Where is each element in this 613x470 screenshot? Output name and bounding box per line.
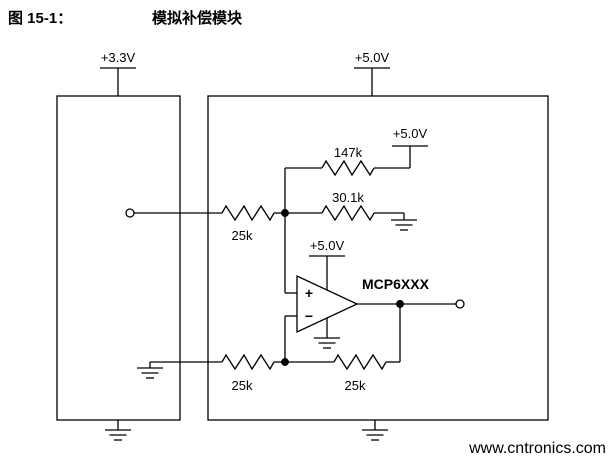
right-module-box — [207, 95, 549, 421]
opamp-minus-sign: − — [305, 308, 313, 324]
resistor-bottom-left-25k-label: 25k — [232, 378, 253, 393]
resistor-301k-label: 30.1k — [332, 190, 364, 205]
resistor-301k — [321, 204, 375, 222]
rail-5v-inner — [392, 145, 428, 168]
opamp-part-label: MCP6XXX — [362, 276, 430, 292]
resistor-bottom-left-25k — [221, 353, 275, 371]
ground-symbol-bottom-rail — [137, 362, 163, 379]
rail-3v3-label: +3.3V — [101, 50, 136, 65]
watermark: www.cntronics.com — [468, 440, 606, 457]
rail-5v-opamp — [309, 255, 345, 290]
figure-label: 图 15-1： — [8, 10, 73, 27]
rail-5v-opamp-label: +5.0V — [310, 238, 345, 253]
resistor-147k — [321, 159, 375, 177]
junction-dot-feedback — [281, 358, 289, 366]
rail-5v-top-label: +5.0V — [355, 50, 390, 65]
junction-dot-output — [396, 300, 404, 308]
resistor-bottom-right-25k-label: 25k — [345, 378, 366, 393]
rail-3v3 — [100, 67, 136, 96]
junction-dot-summing — [281, 209, 289, 217]
input-terminal — [125, 208, 135, 218]
resistor-input-25k-label: 25k — [232, 228, 253, 243]
resistor-147k-label: 147k — [334, 145, 363, 160]
ground-symbol-left-box — [105, 420, 131, 441]
ground-symbol-right-box — [362, 420, 388, 441]
ground-symbol-divider — [391, 213, 417, 231]
figure-title: 模拟补偿模块 — [152, 10, 243, 27]
rail-5v-inner-label: +5.0V — [393, 126, 428, 141]
output-terminal — [455, 299, 465, 309]
resistor-input-25k — [221, 204, 275, 222]
left-module-box — [56, 95, 181, 421]
resistor-bottom-right-25k — [333, 353, 387, 371]
opamp-plus-sign: + — [305, 285, 313, 301]
rail-5v-top — [354, 67, 390, 96]
ground-symbol-opamp — [314, 318, 340, 349]
